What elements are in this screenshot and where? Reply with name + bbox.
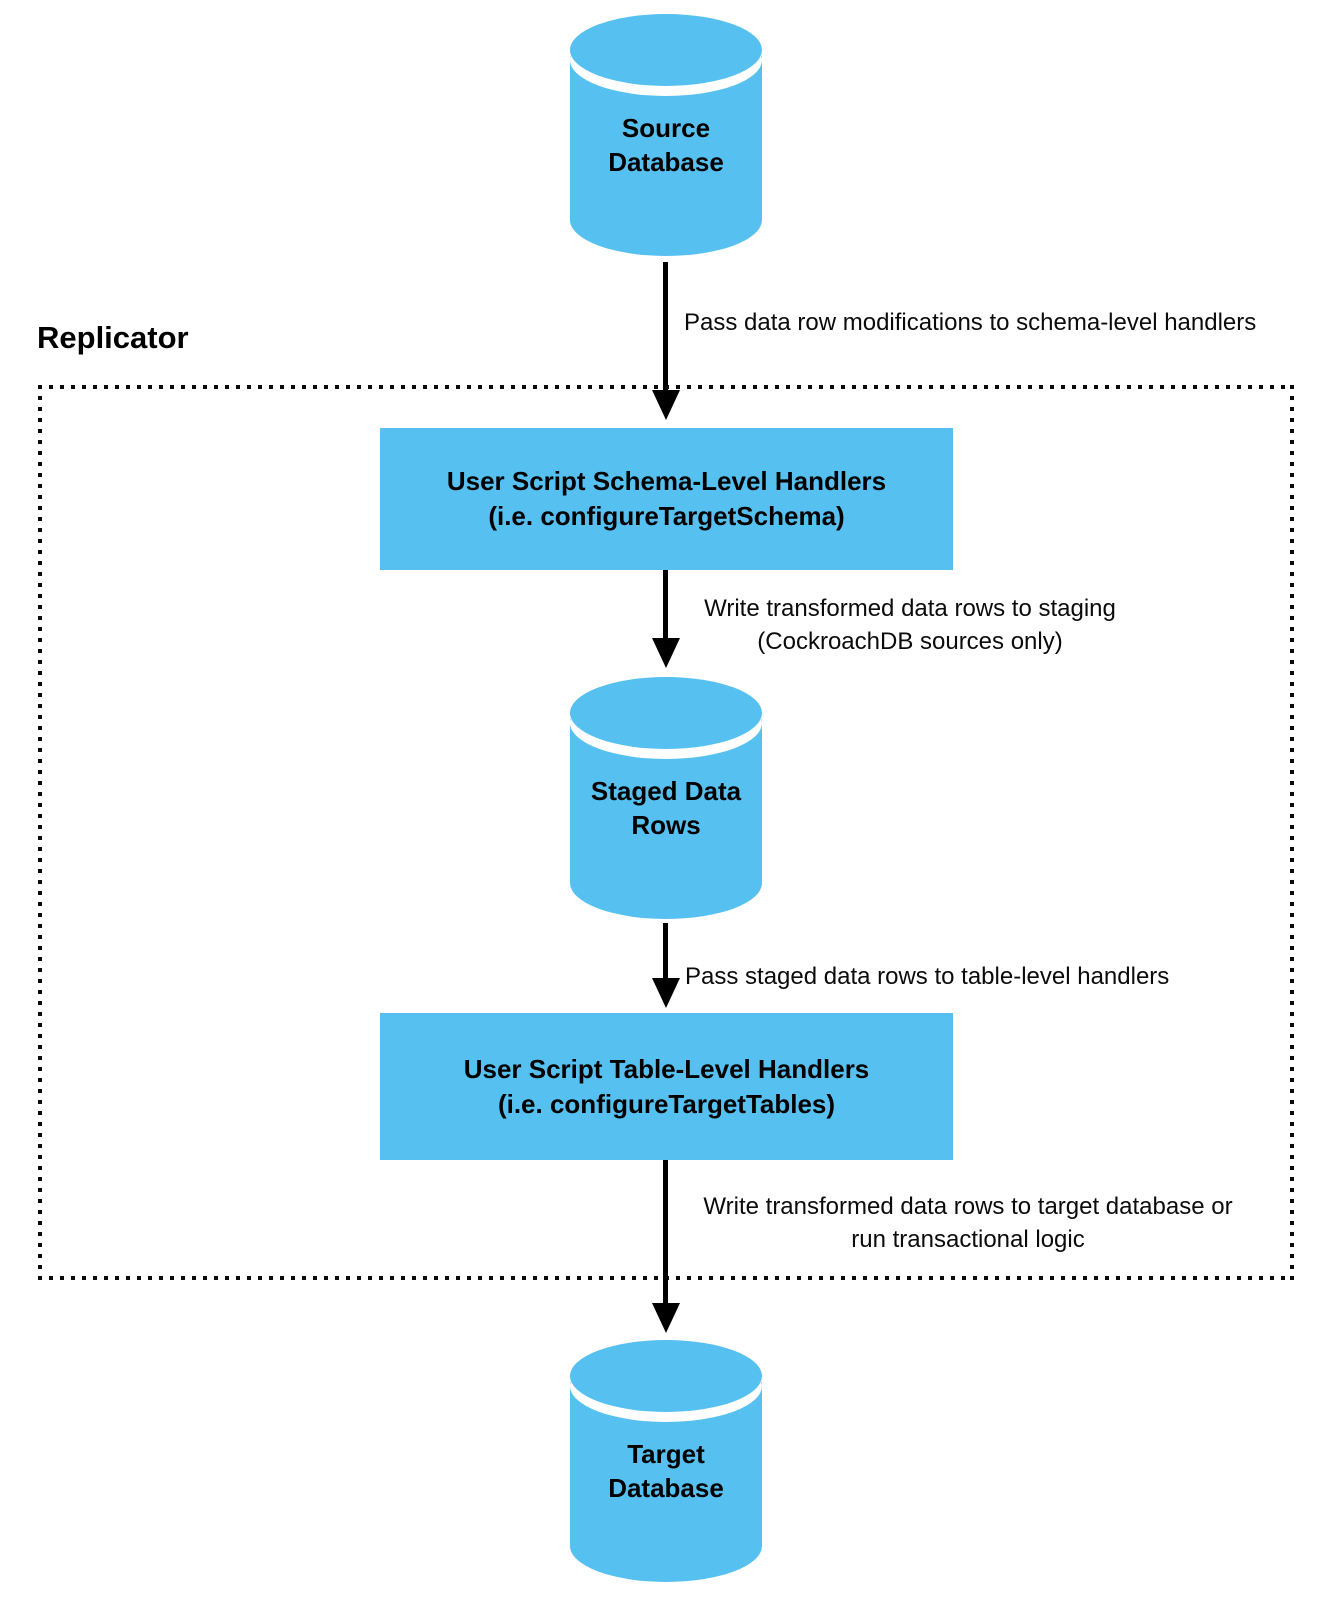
schema-level-handlers-node: User Script Schema-Level Handlers (i.e. …: [380, 428, 953, 570]
node-label: Source Database: [570, 40, 762, 250]
node-label: Target Database: [570, 1366, 762, 1576]
replicator-border-right: [1290, 385, 1294, 1280]
edge-label: Write transformed data rows to target da…: [672, 1190, 1264, 1256]
replicator-border-left: [38, 385, 42, 1280]
replicator-title: Replicator: [37, 320, 189, 355]
arrow-shaft: [663, 1160, 668, 1305]
node-label-line: Target: [627, 1439, 705, 1469]
edge-label-line: (CockroachDB sources only): [757, 628, 1063, 655]
node-label-line: (i.e. configureTargetTables): [497, 1088, 836, 1119]
node-label-line: (i.e. configureTargetSchema): [488, 501, 845, 531]
source-database-node: Source Database: [570, 14, 762, 260]
edge-label-line: Write transformed data rows to staging: [704, 595, 1116, 622]
arrow-head-icon: [652, 390, 680, 420]
node-label-line: Source: [621, 113, 711, 143]
edge-label-line: run transactional logic: [851, 1226, 1085, 1253]
staged-data-rows-node: Staged Data Rows: [570, 677, 762, 923]
arrow-shaft: [663, 923, 668, 980]
node-label: Staged Data Rows: [570, 703, 762, 913]
database-cylinder-icon: [570, 14, 762, 256]
target-database-node: Target Database: [570, 1340, 762, 1586]
edge-label: Pass data row modifications to schema-le…: [684, 306, 1256, 339]
arrow-shaft: [663, 570, 668, 640]
database-cylinder-icon: [570, 677, 762, 919]
node-label-line: User Script Schema-Level Handlers: [446, 466, 887, 496]
node-label-line: Staged Data: [590, 776, 742, 806]
edge-label-line: Write transformed data rows to target da…: [703, 1193, 1233, 1220]
arrow-head-icon: [652, 978, 680, 1008]
edge-label: Pass staged data rows to table-level han…: [685, 960, 1169, 993]
node-label-line: User Script Table-Level Handlers: [463, 1053, 870, 1084]
node-label-line: Database: [608, 1473, 724, 1503]
database-cylinder-icon: [570, 1340, 762, 1582]
edge-label-line: Pass staged data rows to table-level han…: [685, 963, 1170, 990]
edge-label: Write transformed data rows to staging (…: [680, 592, 1140, 658]
arrow-shaft: [663, 262, 668, 392]
table-level-handlers-node: User Script Table-Level Handlers (i.e. c…: [380, 1013, 953, 1160]
replicator-border-top: [38, 385, 1294, 389]
node-label-line: Rows: [631, 810, 701, 840]
edge-label-line: Pass data row modifications to schema-le…: [684, 309, 1257, 336]
node-label-line: Database: [608, 147, 724, 177]
arrow-head-icon: [652, 638, 680, 668]
arrow-head-icon: [652, 1303, 680, 1333]
